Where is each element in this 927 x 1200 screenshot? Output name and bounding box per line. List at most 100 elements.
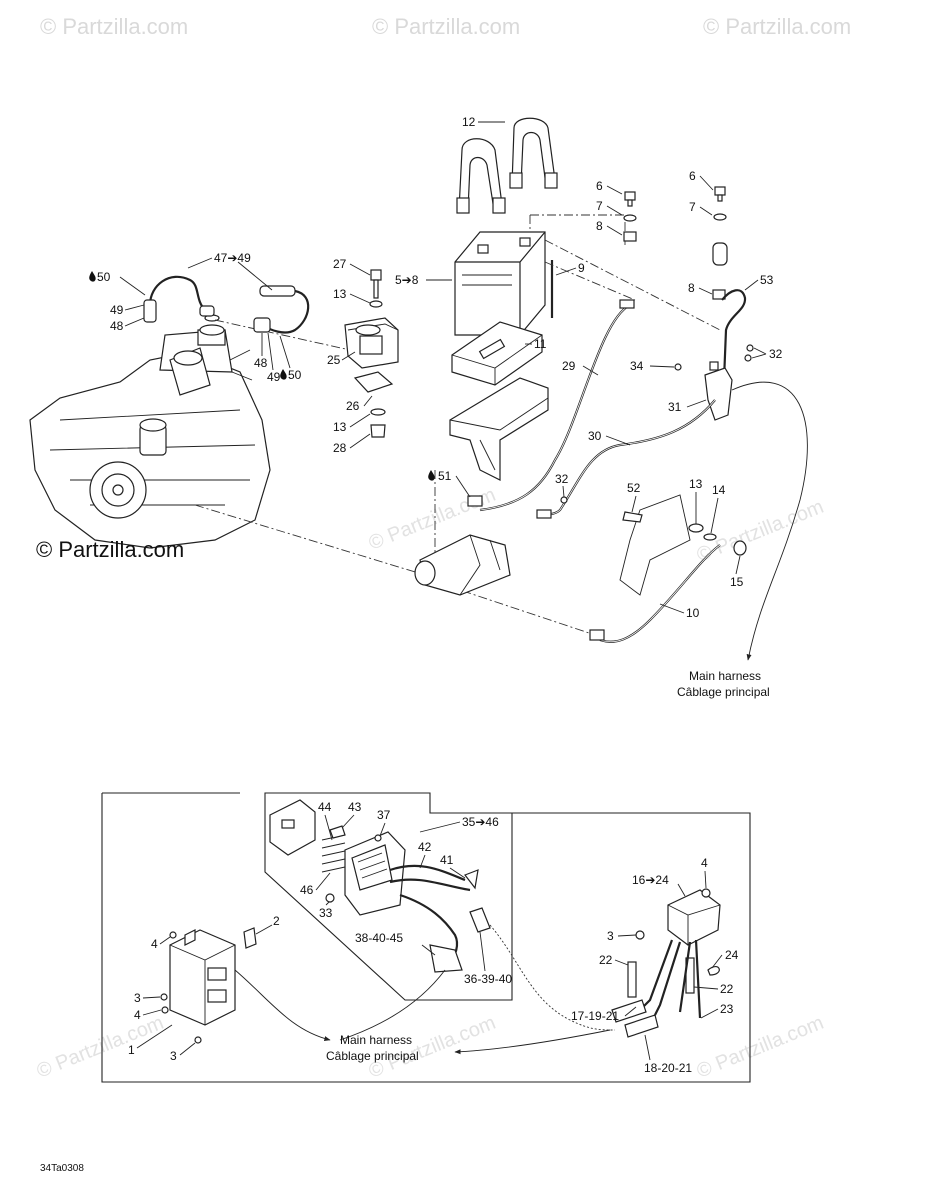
callout-50: 50 [97, 270, 111, 284]
callout-28: 28 [333, 441, 347, 455]
callout-9: 9 [578, 261, 585, 275]
leader-line [214, 319, 351, 351]
leader-line [429, 579, 596, 636]
voltage-regulator [611, 888, 721, 1038]
callout-22: 22 [720, 982, 734, 996]
leader-line [194, 504, 426, 576]
callout-10: 10 [686, 606, 700, 620]
callout-48: 48 [110, 319, 124, 333]
callout-1: 1 [128, 1043, 135, 1057]
callout-53: 53 [760, 273, 774, 287]
callout-6: 6 [596, 179, 603, 193]
battery-straps [456, 117, 558, 214]
cable-53 [721, 289, 747, 381]
callout-16-24: 16➔24 [632, 873, 669, 887]
callout-6: 6 [689, 169, 696, 183]
callout-3: 3 [607, 929, 614, 943]
callout-8: 8 [688, 281, 695, 295]
coil-fasteners [353, 269, 394, 438]
watermark: © Partzilla.com [40, 14, 188, 39]
callout-11: 11 [534, 337, 547, 351]
callout-32: 32 [555, 472, 569, 486]
callout-49: 49 [267, 370, 281, 384]
callout-3: 3 [170, 1049, 177, 1063]
callout-29: 29 [562, 359, 576, 373]
harness-lead [731, 381, 808, 661]
callout-13: 13 [333, 420, 347, 434]
harness-lead [234, 969, 331, 1042]
callout-7: 7 [596, 199, 603, 213]
callout-15: 15 [730, 575, 744, 589]
ground-bracket [619, 494, 747, 596]
watermark: © Partzilla.com [366, 1012, 499, 1083]
copyright-notice: © Partzilla.com [36, 537, 184, 562]
watermark: © Partzilla.com [34, 1012, 167, 1083]
callout-31: 31 [668, 400, 682, 414]
callout-50: 50 [288, 368, 302, 382]
callout-3: 3 [134, 991, 141, 1005]
leader-line [544, 261, 636, 301]
starter-solenoid [674, 344, 754, 421]
callout-34: 34 [630, 359, 644, 373]
callout-13: 13 [333, 287, 347, 301]
callout-23: 23 [720, 1002, 734, 1016]
callout-17-19-21: 17-19-21 [571, 1009, 619, 1023]
inset-frame [264, 792, 513, 1001]
figure-code: 34Ta0308 [40, 1163, 84, 1174]
battery [454, 231, 546, 336]
starter-motor [414, 534, 511, 596]
callout-37: 37 [377, 808, 391, 822]
callout-27: 27 [333, 257, 347, 271]
watermark: © Partzilla.com [372, 14, 520, 39]
callout-44: 44 [318, 800, 332, 814]
callout-30: 30 [588, 429, 602, 443]
engine-illustration [29, 275, 271, 549]
mpem-module [325, 831, 406, 916]
callout-14: 14 [712, 483, 726, 497]
callout-7: 7 [689, 200, 696, 214]
callout-35-46: 35➔46 [462, 815, 499, 829]
callout-47-49: 47➔49 [214, 251, 251, 265]
mpem-connector [269, 799, 346, 873]
callout-2: 2 [273, 914, 280, 928]
callout-52: 52 [627, 481, 641, 495]
battery-tray [451, 321, 543, 386]
callout-43: 43 [348, 800, 362, 814]
watermark: © Partzilla.com [694, 1012, 827, 1083]
harness-lead [454, 1029, 611, 1055]
callout-24: 24 [725, 948, 739, 962]
leader-line [544, 239, 721, 331]
callout-labels-bottom: 44 43 37 35➔46 42 41 46 33 38-40-45 36-3… [128, 800, 739, 1075]
callout-5-8: 5➔8 [395, 273, 419, 287]
callout-51: 51 [438, 469, 452, 483]
callout-33: 33 [319, 906, 333, 920]
callout-42: 42 [418, 840, 432, 854]
callout-46: 46 [300, 883, 314, 897]
watermark: © Partzilla.com [694, 496, 827, 567]
bottom-harness-label: Main harness [340, 1033, 412, 1047]
callout-26: 26 [346, 399, 360, 413]
callout-labels-top: 12 6 7 8 6 7 27 5➔8 9 8 53 47➔49 50 49 4… [97, 115, 783, 620]
watermark: © Partzilla.com [703, 14, 851, 39]
ignition-wire [253, 285, 310, 334]
battery-support [449, 377, 549, 481]
detail-frame [101, 792, 751, 1083]
terminal-fasteners [623, 186, 728, 300]
callout-22: 22 [599, 953, 613, 967]
callout-49: 49 [110, 303, 124, 317]
lubricant-droplet-icon [89, 271, 435, 481]
callout-36-39-40: 36-39-40 [464, 972, 512, 986]
wiring-loom [389, 864, 491, 973]
callout-38-40-45: 38-40-45 [355, 931, 403, 945]
callout-4: 4 [134, 1008, 141, 1022]
ecu-unit [160, 927, 257, 1044]
callout-13: 13 [689, 477, 703, 491]
main-harness-label: Main harness [689, 669, 761, 683]
callout-4: 4 [701, 856, 708, 870]
callout-8: 8 [596, 219, 603, 233]
callout-4: 4 [151, 937, 158, 951]
callout-12: 12 [462, 115, 476, 129]
main-harness-label-fr: Câblage principal [677, 685, 770, 699]
callout-41: 41 [440, 853, 454, 867]
